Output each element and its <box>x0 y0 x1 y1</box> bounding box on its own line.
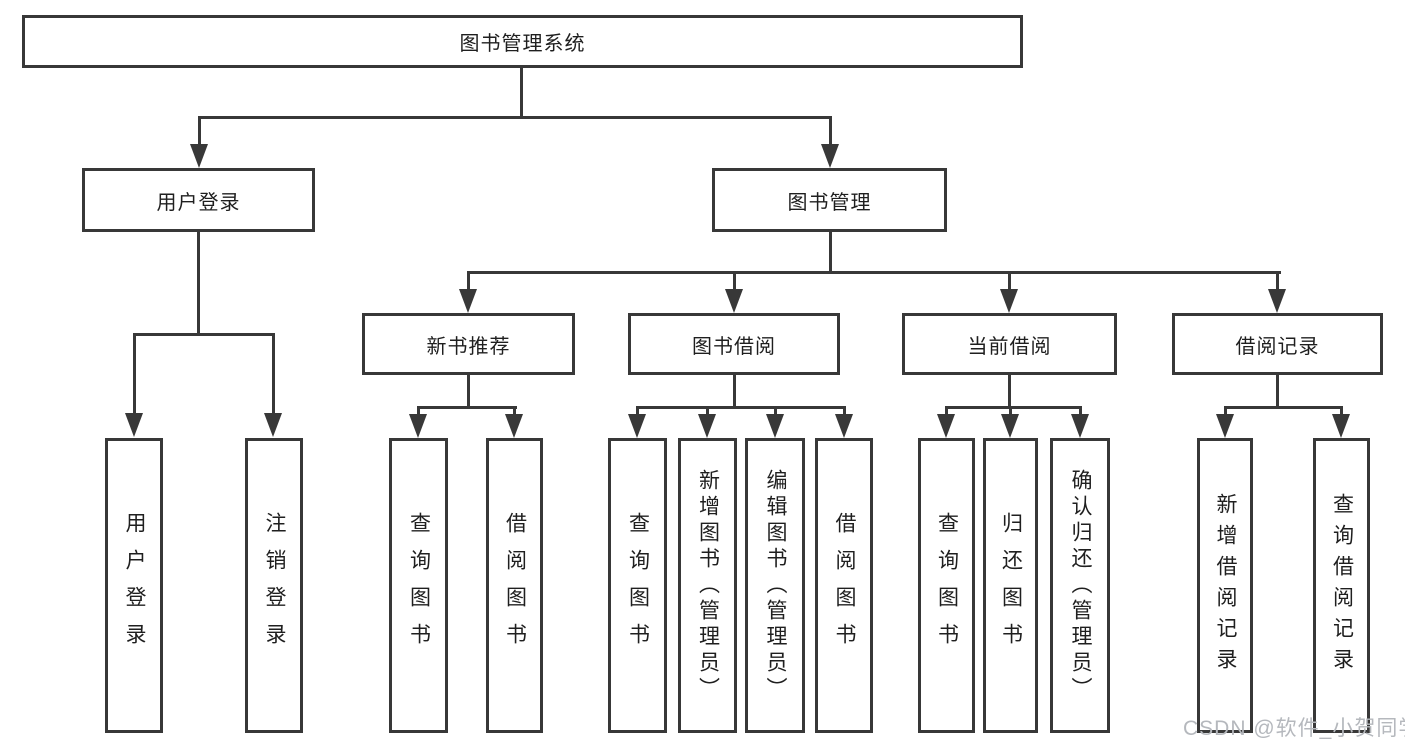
leaf-query-borrow-record-label: 查询借阅记录 <box>1330 492 1354 679</box>
arrow-down-icon <box>190 144 208 168</box>
node-book-borrow-label: 图书借阅 <box>692 335 776 358</box>
connector-vline <box>1079 406 1082 414</box>
connector-hline <box>945 406 1082 409</box>
node-book-borrow: 图书借阅 <box>628 313 840 375</box>
leaf-borrow-books-recommend-label: 借阅图书 <box>503 511 527 660</box>
leaf-query-books-current-label: 查询图书 <box>935 511 959 660</box>
connector-vline <box>945 406 948 414</box>
connector-vline <box>1340 406 1343 414</box>
node-borrow-records-label: 借阅记录 <box>1235 335 1320 358</box>
connector-hline <box>636 406 846 409</box>
node-new-book-recommend-label: 新书推荐 <box>426 335 511 358</box>
arrow-down-icon <box>264 413 282 437</box>
leaf-query-borrow-record: 查询借阅记录 <box>1313 438 1370 733</box>
leaf-logout-label: 注销登录 <box>263 511 286 660</box>
arrow-down-icon <box>937 414 955 438</box>
leaf-add-borrow-record-label: 新增借阅记录 <box>1214 492 1237 679</box>
connector-vline <box>1008 373 1011 409</box>
connector-vline <box>197 230 200 336</box>
arrow-down-icon <box>409 414 427 438</box>
connector-vline <box>1008 271 1011 289</box>
connector-vline <box>133 333 136 413</box>
node-new-book-recommend: 新书推荐 <box>362 313 575 375</box>
arrow-down-icon <box>821 144 839 168</box>
connector-vline <box>520 66 523 119</box>
leaf-query-books-borrow: 查询图书 <box>608 438 667 733</box>
leaf-return-books-label: 归还图书 <box>999 511 1023 660</box>
leaf-borrow-books-recommend: 借阅图书 <box>486 438 543 733</box>
connector-vline <box>1009 406 1012 414</box>
connector-vline <box>733 373 736 409</box>
leaf-query-books-current: 查询图书 <box>918 438 975 733</box>
arrow-down-icon <box>1216 414 1234 438</box>
connector-vline <box>774 406 777 414</box>
node-current-borrow: 当前借阅 <box>902 313 1117 375</box>
connector-hline <box>198 116 832 119</box>
node-book-management-label: 图书管理 <box>787 191 872 214</box>
arrow-down-icon <box>766 414 784 438</box>
arrow-down-icon <box>1071 414 1089 438</box>
connector-hline <box>1224 406 1343 409</box>
leaf-query-books-recommend-label: 查询图书 <box>407 511 431 660</box>
connector-vline <box>829 230 832 274</box>
leaf-query-books-borrow-label: 查询图书 <box>626 511 650 660</box>
node-root: 图书管理系统 <box>22 15 1023 68</box>
connector-hline <box>467 271 1281 274</box>
leaf-add-books-admin: 新增图书（管理员） <box>678 438 737 733</box>
leaf-user-login-label: 用户登录 <box>123 511 146 660</box>
node-root-label: 图书管理系统 <box>459 33 586 55</box>
connector-vline <box>829 116 832 144</box>
arrow-down-icon <box>459 289 477 313</box>
leaf-query-books-recommend: 查询图书 <box>389 438 448 733</box>
connector-vline <box>417 406 420 414</box>
leaf-add-borrow-record: 新增借阅记录 <box>1197 438 1253 733</box>
node-user-login: 用户登录 <box>82 168 315 232</box>
arrow-down-icon <box>1332 414 1350 438</box>
connector-vline <box>843 406 846 414</box>
arrow-down-icon <box>628 414 646 438</box>
arrow-down-icon <box>1001 414 1019 438</box>
leaf-borrow-books: 借阅图书 <box>815 438 873 733</box>
csdn-watermark: CSDN @软件_小贺同学 <box>1183 717 1405 740</box>
connector-hline <box>417 406 517 409</box>
connector-vline <box>1276 271 1279 289</box>
arrow-down-icon <box>505 414 523 438</box>
arrow-down-icon <box>125 413 143 437</box>
connector-vline <box>513 406 516 414</box>
node-current-borrow-label: 当前借阅 <box>967 335 1052 358</box>
connector-vline <box>1276 373 1279 409</box>
connector-hline <box>133 333 275 336</box>
connector-vline <box>733 271 736 289</box>
connector-vline <box>467 271 470 289</box>
connector-vline <box>272 333 275 413</box>
arrow-down-icon <box>725 289 743 313</box>
leaf-edit-books-admin: 编辑图书（管理员） <box>745 438 805 733</box>
leaf-user-login: 用户登录 <box>105 438 163 733</box>
arrow-down-icon <box>835 414 853 438</box>
node-borrow-records: 借阅记录 <box>1172 313 1383 375</box>
arrow-down-icon <box>698 414 716 438</box>
arrow-down-icon <box>1268 289 1286 313</box>
connector-vline <box>636 406 639 414</box>
leaf-logout: 注销登录 <box>245 438 303 733</box>
leaf-borrow-books-label: 借阅图书 <box>833 511 856 660</box>
connector-vline <box>467 373 470 409</box>
leaf-add-books-admin-label: 新增图书（管理员） <box>696 468 720 703</box>
connector-vline <box>198 116 201 144</box>
arrow-down-icon <box>1000 289 1018 313</box>
leaf-confirm-return-admin: 确认归还（管理员） <box>1050 438 1110 733</box>
leaf-return-books: 归还图书 <box>983 438 1038 733</box>
connector-vline <box>1224 406 1227 414</box>
node-user-login-label: 用户登录 <box>156 191 241 214</box>
node-book-management: 图书管理 <box>712 168 947 232</box>
connector-vline <box>706 406 709 414</box>
leaf-edit-books-admin-label: 编辑图书（管理员） <box>764 468 787 703</box>
leaf-confirm-return-admin-label: 确认归还（管理员） <box>1069 468 1092 703</box>
